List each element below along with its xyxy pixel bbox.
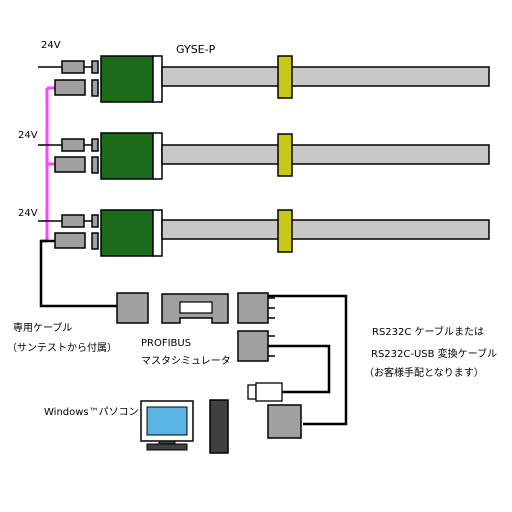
actuator-body-1 bbox=[100, 55, 154, 103]
product-label: GYSE-P bbox=[176, 43, 216, 56]
signal-connector-3 bbox=[54, 232, 86, 249]
voltage-label-2: 24V bbox=[18, 130, 38, 141]
rs232-cabling bbox=[237, 292, 348, 439]
windows-pc bbox=[140, 399, 229, 454]
actuator-shaft-1 bbox=[161, 66, 490, 87]
signal-connector-socket-1 bbox=[91, 79, 99, 97]
power-connector-socket-3 bbox=[91, 214, 99, 228]
rs232-connector-a bbox=[237, 292, 269, 324]
profibus-adapter-inner bbox=[179, 301, 213, 314]
cable-label-line2: （サンテストから付属） bbox=[7, 341, 117, 354]
profibus-master-simulator bbox=[116, 292, 229, 324]
actuator-body-2 bbox=[100, 132, 154, 180]
power-connector-3 bbox=[61, 214, 85, 228]
actuator-shaft-3 bbox=[161, 219, 490, 240]
signal-connector-socket-3 bbox=[91, 232, 99, 250]
profibus-connector-left bbox=[116, 292, 149, 324]
usb-plug bbox=[247, 384, 257, 400]
usb-plug-body bbox=[255, 382, 283, 402]
power-connector-socket-2 bbox=[91, 138, 99, 152]
actuator-shaft-2 bbox=[161, 144, 490, 165]
rs232-connector-b bbox=[237, 330, 269, 362]
pc-tower bbox=[209, 399, 229, 454]
power-connector-1 bbox=[61, 60, 85, 74]
power-connector-socket-1 bbox=[91, 60, 99, 74]
ball-nut-2 bbox=[277, 133, 293, 177]
cable-label-line1: 専用ケーブル bbox=[13, 321, 72, 334]
signal-connector-1 bbox=[54, 79, 86, 96]
rs232-label-line2: RS232C-USB 変換ケーブル bbox=[371, 347, 497, 360]
actuator-unit-3 bbox=[38, 209, 490, 257]
profibus-label-line1: PROFIBUS bbox=[141, 338, 191, 349]
power-connector-2 bbox=[61, 138, 85, 152]
monitor-screen bbox=[146, 406, 188, 436]
voltage-label-3: 24V bbox=[18, 208, 38, 219]
actuator-flange-1 bbox=[152, 55, 163, 103]
profibus-label-line2: マスタシミュレータ bbox=[141, 355, 231, 367]
actuator-unit-2 bbox=[38, 132, 490, 180]
rs232-label-line3: （お客様手配となります） bbox=[364, 366, 484, 379]
windows-pc-label: Windows™パソコン bbox=[44, 406, 139, 418]
ball-nut-1 bbox=[277, 55, 293, 99]
actuator-flange-3 bbox=[152, 209, 163, 257]
pc-serial-port bbox=[267, 404, 302, 439]
rs232-label-line1: RS232C ケーブルまたは bbox=[372, 325, 484, 338]
rs232-cable-a bbox=[268, 294, 348, 426]
signal-connector-socket-2 bbox=[91, 156, 99, 174]
actuator-unit-1 bbox=[38, 55, 490, 103]
rs232-cable-b bbox=[268, 344, 331, 394]
voltage-label-1: 24V bbox=[41, 40, 61, 51]
actuator-body-3 bbox=[100, 209, 154, 257]
ball-nut-3 bbox=[277, 209, 293, 253]
actuator-flange-2 bbox=[152, 132, 163, 180]
signal-connector-2 bbox=[54, 156, 86, 173]
monitor-stand bbox=[146, 443, 188, 451]
